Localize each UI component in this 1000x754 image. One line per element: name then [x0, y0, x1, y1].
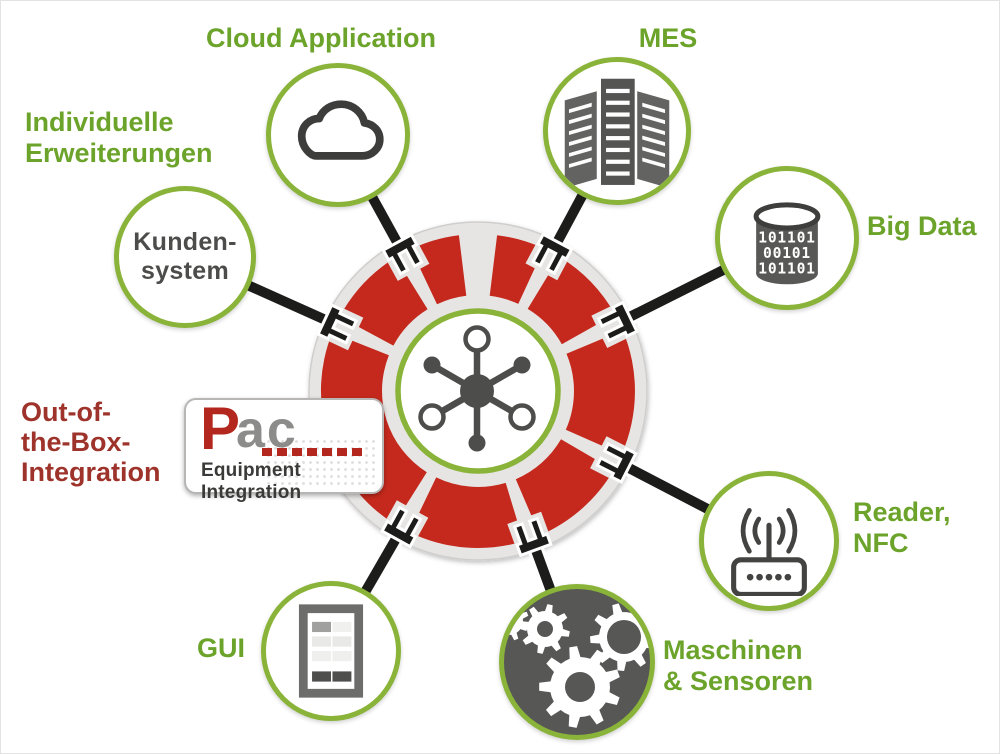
label-cloud-application: Cloud Application	[206, 23, 436, 53]
plug-socket	[326, 307, 364, 351]
label-mes: MES	[638, 23, 698, 53]
binary-row: 00101	[763, 245, 811, 262]
label-maschinen-sensoren: Maschinen & Sensoren	[663, 635, 814, 696]
label-out-of-the-box-integration: Out-of- the-Box- Integration	[21, 397, 161, 487]
node-kundensystem: Kunden- system	[114, 186, 256, 328]
ring-segment	[565, 330, 635, 455]
ring-segment	[410, 235, 467, 305]
kundensystem-label: Kunden- system	[133, 227, 237, 286]
label-individuelle-erweiterungen: Individuelle Erweiterungen	[25, 107, 213, 168]
server-rack-icon	[564, 78, 670, 189]
node-bigdata: 101101 00101 101101	[715, 166, 859, 310]
pac-logo: P ac Equipment Integration	[184, 395, 384, 503]
ring-segment	[515, 439, 614, 536]
gear	[520, 604, 570, 654]
logo-letter-p: P	[200, 395, 241, 462]
plug-mes	[531, 232, 574, 276]
label-gui: GUI	[197, 633, 246, 663]
plug-cloud	[381, 232, 424, 276]
logo-dotted-line	[262, 448, 362, 456]
binary-row: 101101	[758, 260, 816, 277]
form-screen-icon	[298, 604, 364, 698]
cloud-icon	[297, 100, 384, 160]
plug-kundensystem	[316, 303, 359, 345]
rfid-reader-icon	[731, 508, 807, 596]
node-maschinen	[499, 584, 655, 740]
network-hub-icon	[418, 325, 536, 452]
ring-segment	[339, 257, 428, 346]
plug-gui	[380, 505, 423, 549]
ring-segment	[527, 256, 615, 345]
ring-segment	[409, 477, 524, 549]
plug-maschinen	[512, 516, 553, 558]
plug-reader	[595, 441, 638, 485]
binary-row: 101101	[758, 230, 816, 247]
plug-socket	[591, 305, 629, 348]
logo-subtitle: Equipment Integration	[201, 460, 302, 503]
node-mes	[543, 57, 691, 205]
node-cloud	[266, 63, 410, 207]
plug-socket	[590, 436, 628, 480]
gear	[590, 603, 650, 671]
plug-socket	[385, 500, 429, 539]
label-big-data: Big Data	[867, 211, 977, 241]
plug-bigdata	[596, 300, 639, 343]
plug-socket	[386, 242, 430, 281]
gear	[539, 646, 620, 728]
gears-icon	[504, 601, 650, 728]
plug-socket	[525, 242, 569, 281]
ring-segment	[489, 235, 544, 304]
node-reader	[699, 471, 839, 611]
database-binary-icon: 101101 00101 101101	[753, 202, 821, 285]
label-reader-nfc: Reader, NFC	[853, 497, 951, 558]
node-gui	[261, 581, 401, 721]
